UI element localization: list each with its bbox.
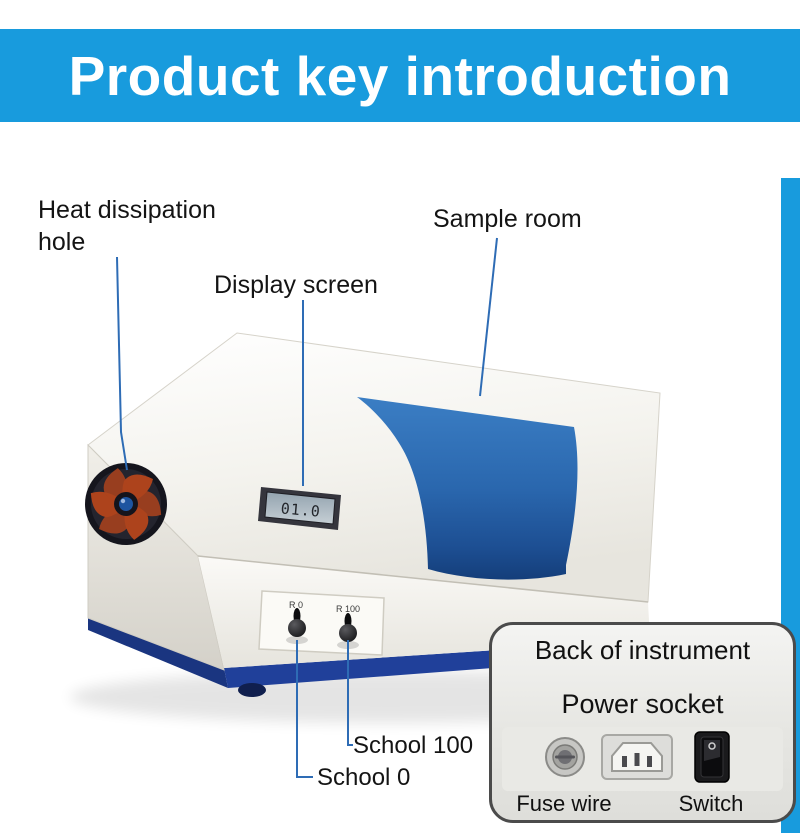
leader-lines — [116, 237, 498, 778]
span-adjust-knob — [339, 613, 357, 642]
callout-sample-room: Sample room — [433, 205, 582, 233]
back-panel-title: Back of instrument — [534, 635, 751, 665]
zero-adjust-knob — [288, 608, 306, 637]
callout-display-screen: Display screen — [214, 271, 378, 299]
span-knob-label: R 100 — [336, 604, 360, 614]
power-socket-label: Power socket — [561, 689, 724, 719]
fuse-icon — [543, 735, 587, 784]
leader-school-100 — [347, 640, 353, 746]
callout-school-0: School 0 — [317, 764, 411, 791]
front-edge-line — [197, 555, 649, 603]
callout-school-100: School 100 — [353, 732, 474, 759]
cooling-fan-icon — [85, 463, 167, 545]
lcd-display-value: 01.0 — [280, 499, 322, 520]
control-panel: R 0 R 100 — [258, 590, 385, 656]
device-foot — [238, 683, 266, 697]
banner: Product key introduction — [0, 29, 800, 122]
callout-heat-line2: hole — [38, 228, 86, 256]
fuse-wire-label: Fuse wire — [516, 791, 612, 816]
power-socket-icon — [601, 732, 673, 787]
leader-school-0 — [296, 640, 313, 778]
fan-hub — [119, 497, 133, 511]
callout-heat-line1: Heat dissipation — [38, 196, 216, 224]
switch-label: Switch — [678, 791, 744, 816]
leader-heat-dissipation — [116, 256, 128, 471]
callout-heat-dissipation-hole: Heat dissipation hole — [38, 194, 216, 258]
sample-room-cover — [357, 397, 578, 580]
leader-sample-room — [479, 237, 498, 397]
power-switch-icon — [694, 731, 730, 788]
back-of-instrument-panel: Back of instrument Power socket — [489, 622, 796, 823]
zero-knob-label: R 0 — [289, 600, 303, 610]
lcd-display: 01.0 — [258, 487, 341, 530]
page-title: Product key introduction — [68, 44, 732, 107]
